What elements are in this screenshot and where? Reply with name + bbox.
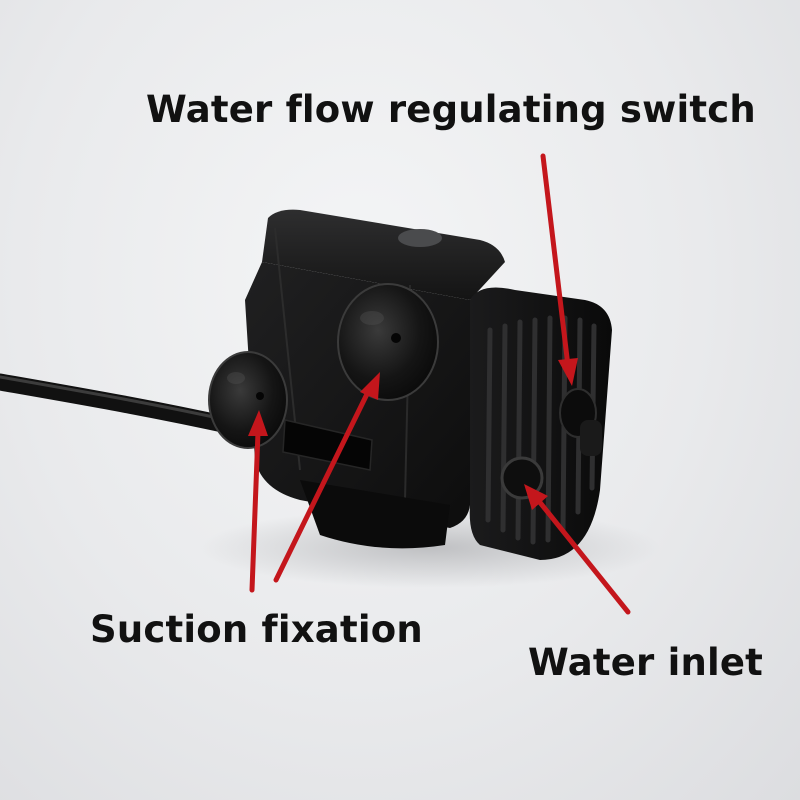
pump-top-panel xyxy=(262,209,505,300)
suction-cup-small xyxy=(208,351,288,449)
pump-foot xyxy=(300,480,450,549)
arrow-inlet xyxy=(524,484,631,615)
power-cable-highlight xyxy=(0,375,234,423)
suction-cup-large xyxy=(337,283,439,401)
front-slot xyxy=(282,419,373,471)
top-badge xyxy=(398,229,442,247)
arrow-suction-right xyxy=(273,372,380,583)
annotation-arrows xyxy=(248,153,631,615)
power-cable xyxy=(0,373,241,435)
arrow-suction-left xyxy=(248,410,268,593)
callout-suction-fixation: Suction fixation xyxy=(90,608,423,651)
callout-water-inlet: Water inlet xyxy=(528,641,764,684)
outlet-stub xyxy=(580,420,602,456)
arrow-switch xyxy=(540,153,578,386)
callout-water-flow-switch: Water flow regulating switch xyxy=(146,88,756,131)
